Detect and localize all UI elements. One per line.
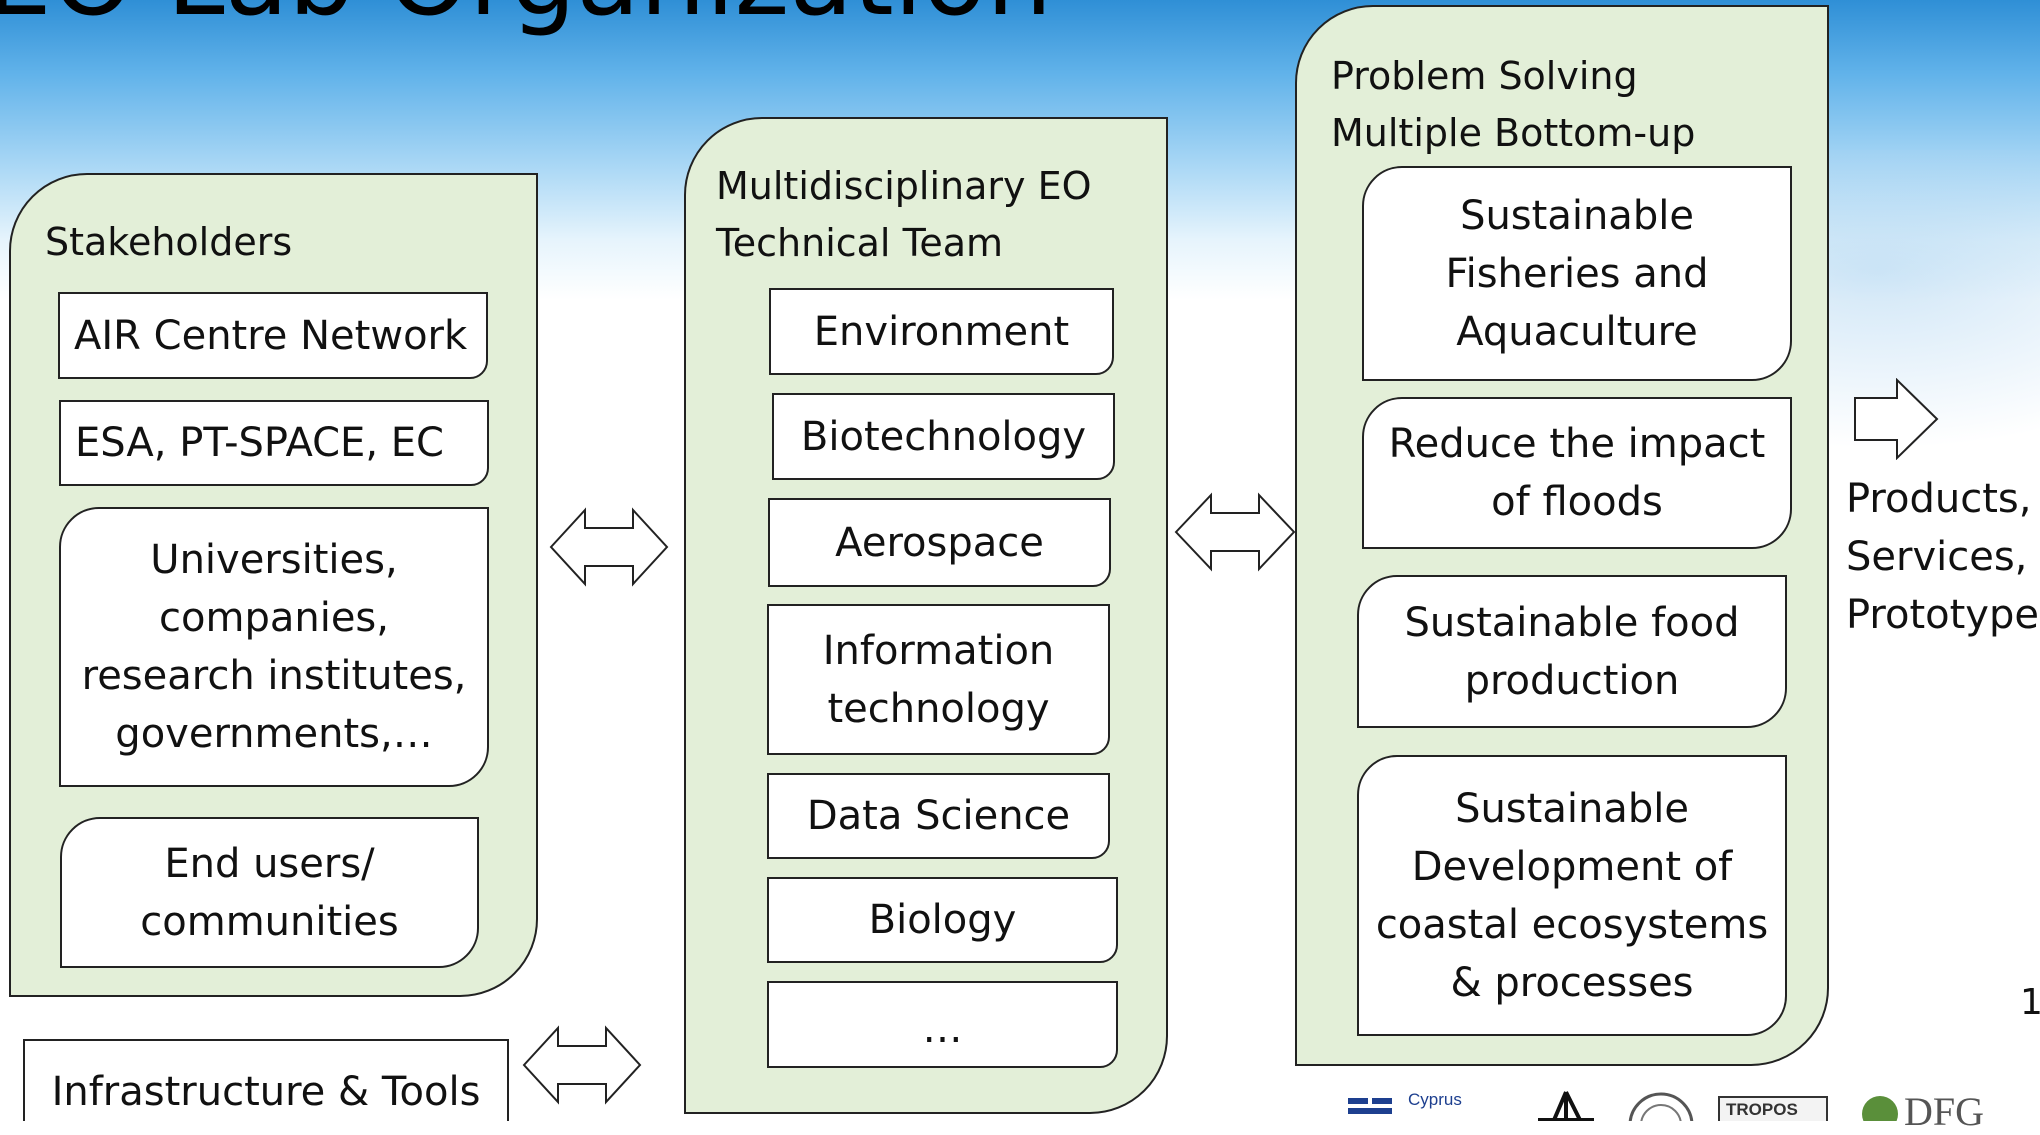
double-arrow-icon — [1174, 492, 1296, 572]
cyprus-logo-text: Cyprus — [1408, 1090, 1462, 1109]
team-box: Environment — [769, 288, 1114, 375]
tropos-logo: TROPOS — [1718, 1096, 1828, 1121]
double-arrow-icon — [549, 507, 669, 587]
stakeholder-box: Universities, companies, research instit… — [59, 507, 489, 787]
team-title: Multidisciplinary EO Technical Team — [716, 164, 1092, 265]
partner-logos: Cyprus TROPOS DFG — [1348, 1089, 2040, 1134]
team-box: Biology — [767, 877, 1118, 963]
page-number: 1 — [2020, 982, 2040, 1023]
team-box: Biotechnology — [772, 393, 1115, 480]
globe-logo — [1862, 1096, 1898, 1121]
stakeholder-box: End users/ communities — [60, 817, 479, 968]
double-arrow-icon — [522, 1025, 642, 1105]
tropos-logo-text: TROPOS — [1726, 1100, 1798, 1119]
team-box: Aerospace — [768, 498, 1111, 587]
problem-box: Reduce the impact of floods — [1362, 397, 1792, 549]
problem-box: Sustainable Development of coastal ecosy… — [1357, 755, 1787, 1036]
stakeholders-title: Stakeholders — [45, 220, 293, 264]
stakeholder-box: ESA, PT-SPACE, EC — [59, 400, 489, 486]
stakeholder-box: AIR Centre Network — [58, 292, 488, 379]
right-arrow-icon — [1854, 378, 1939, 460]
team-box: … — [767, 981, 1118, 1068]
team-box: Data Science — [767, 773, 1110, 859]
aerospace-logo — [1538, 1091, 1594, 1121]
slide-title: EO Lab Organization — [0, 0, 1052, 30]
problem-box: Sustainable food production — [1357, 575, 1787, 728]
dfg-logo-text: DFG — [1904, 1089, 1985, 1134]
problems-title: Problem Solving Multiple Bottom-up — [1331, 54, 1696, 155]
team-box: Information technology — [767, 604, 1110, 755]
cyprus-logo — [1348, 1094, 1396, 1121]
university-seal-logo — [1628, 1092, 1694, 1121]
outputs-label: Products, Services, Prototypes — [1846, 476, 2040, 638]
infrastructure-box: Infrastructure & Tools — [23, 1039, 509, 1121]
problem-box: Sustainable Fisheries and Aquaculture — [1362, 166, 1792, 381]
